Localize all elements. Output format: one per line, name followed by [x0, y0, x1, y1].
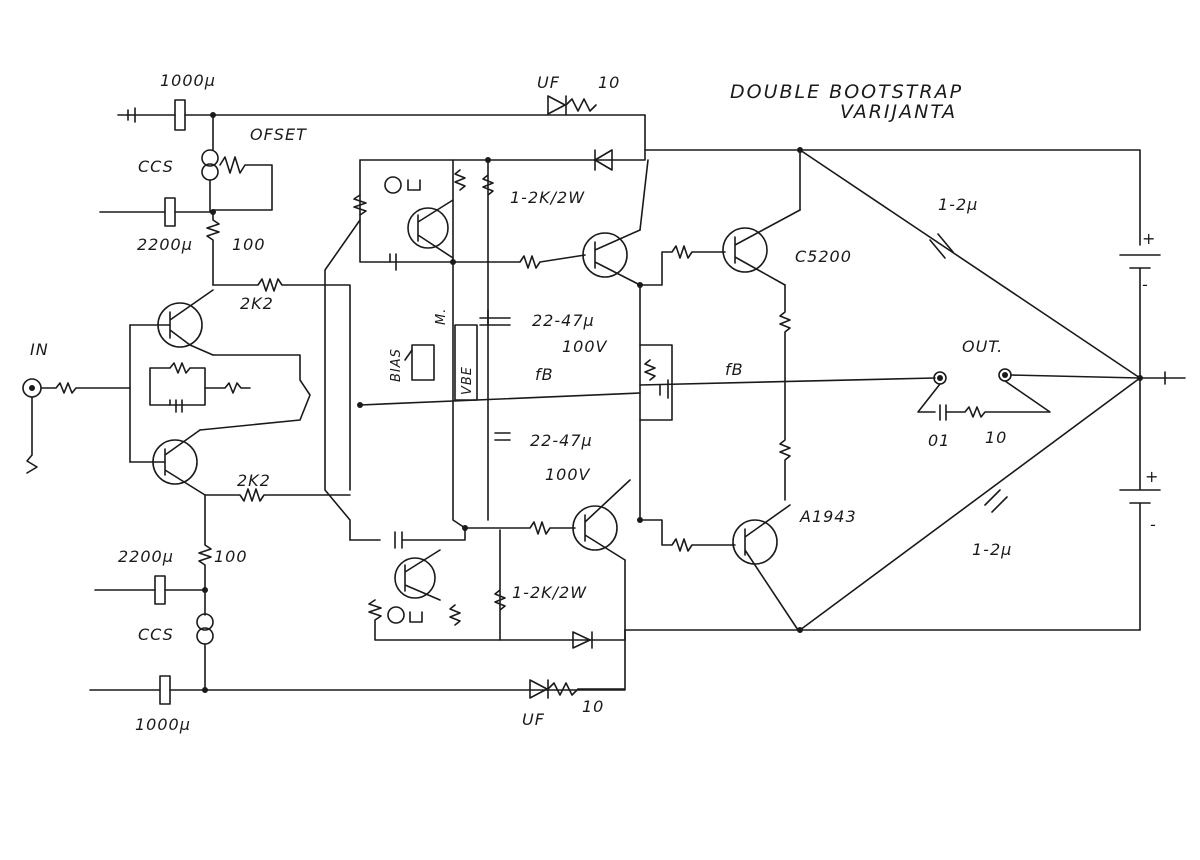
output-rails [644, 147, 1141, 633]
label-cap-boot-bot-v: 100V [545, 465, 591, 484]
label-ccs-bot: CCS [138, 625, 174, 644]
label-2k2-bot: 2K2 [237, 471, 271, 490]
output-terminals [917, 368, 1141, 421]
label-in: IN [30, 340, 49, 359]
cap-2200-top [99, 197, 220, 286]
ground-right [1139, 371, 1186, 385]
vas-link [452, 261, 466, 529]
title-line2: VARIJANTA [840, 101, 957, 123]
input-network [22, 324, 311, 474]
label-vbe: VBE [460, 366, 475, 395]
label-diode-uf-top: UF [537, 73, 560, 92]
label-zobel-c: 01 [928, 431, 950, 450]
label-minus-bot: - [1150, 515, 1157, 534]
bias-link [324, 219, 361, 541]
label-offset: OFSET [250, 125, 307, 144]
driver-bot [464, 479, 631, 641]
label-ccs-top: CCS [138, 157, 174, 176]
output-transistor-bot [624, 504, 1141, 631]
label-bias: BIAS [389, 348, 404, 382]
label-m: M. [434, 308, 449, 325]
label-a1943: A1943 [799, 507, 857, 526]
ccs-bot [89, 494, 626, 705]
label-cap-boot-top-v: 100V [562, 337, 608, 356]
label-fb-left: fB [535, 365, 554, 384]
label-1-2k-bot: 1-2K/2W [512, 583, 587, 602]
label-plus-bot: + [1145, 467, 1159, 486]
driver-top [452, 159, 649, 286]
input-transistor-bot [129, 429, 206, 496]
label-minus-top: - [1142, 275, 1149, 294]
vas-top [353, 114, 646, 271]
bootstrap-caps [479, 261, 673, 521]
battery-top [1119, 254, 1161, 379]
label-r-100-top: 100 [232, 235, 266, 254]
label-cap-top: 1000µ [160, 71, 216, 90]
ccs-top [201, 149, 273, 213]
label-cap-2200-top: 2200µ [137, 235, 193, 254]
output-transistor-top [639, 149, 801, 501]
label-diode-uf-bot: UF [522, 710, 545, 729]
label-cap-boot-top: 22-47µ [532, 311, 595, 330]
label-cap-2200-bot: 2200µ [118, 547, 174, 566]
label-zobel-r: 10 [985, 428, 1007, 447]
label-cap-out-bot: 1-2µ [972, 540, 1012, 559]
label-c5200: C5200 [795, 247, 852, 266]
diode-uf-top [547, 95, 597, 115]
top-input-supply [117, 99, 646, 151]
label-2k2-top: 2K2 [240, 294, 274, 313]
label-1-2k-top: 1-2K/2W [510, 188, 585, 207]
label-diode-r-bot: 10 [582, 697, 604, 716]
title-line1: DOUBLE BOOTSTRAP [730, 81, 963, 103]
label-diode-r-top: 10 [598, 73, 620, 92]
label-cap-boot-bot: 22-47µ [530, 431, 593, 450]
feedback-line [639, 377, 936, 386]
battery-bot [1119, 377, 1161, 631]
diode-uf-bot [529, 629, 626, 699]
input-transistor-top [129, 289, 214, 356]
vas-bot [349, 525, 626, 649]
label-fb-right: fB [725, 360, 744, 379]
label-plus-top: + [1142, 229, 1156, 248]
label-cap-out-top: 1-2µ [938, 195, 978, 214]
label-out: OUT. [962, 337, 1003, 356]
bias-vbe-multiplier [359, 324, 641, 406]
label-r-100-bot: 100 [214, 547, 248, 566]
label-cap-bot: 1000µ [135, 715, 191, 734]
resistor-2k2-bot [204, 488, 351, 502]
resistor-2k2-top [212, 278, 351, 491]
